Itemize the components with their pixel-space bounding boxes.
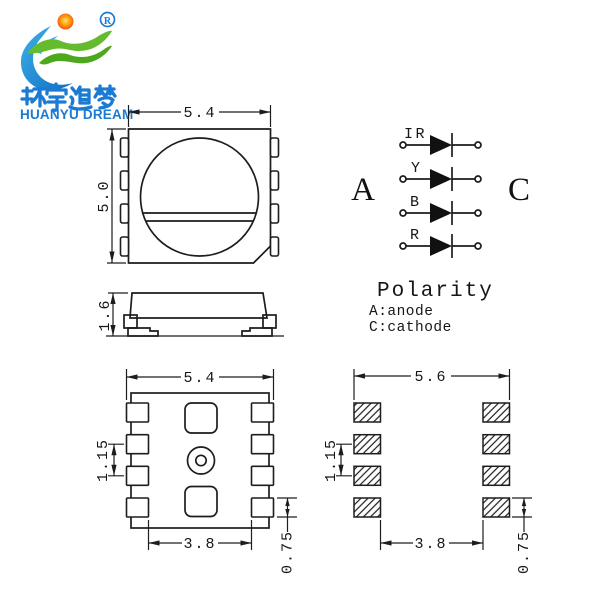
bottom-view-pads-right	[250, 402, 275, 518]
logo-swoosh-icon	[20, 26, 73, 91]
diode-label: IR	[404, 126, 427, 143]
diode-symbol-icon	[430, 236, 452, 256]
anode-letter: A	[351, 172, 375, 208]
dim-label: 5.4	[183, 370, 216, 387]
diode-label: B	[410, 194, 422, 211]
logo: R 环宇追梦 HUANYU DREAM	[20, 11, 133, 122]
diode-row-b: B	[399, 194, 482, 225]
dim-footprint-width: 5.6	[353, 369, 511, 400]
dim-label: 1.6	[97, 298, 114, 331]
diode-symbol-icon	[430, 169, 452, 189]
bottom-view-outline	[130, 392, 270, 529]
anode-terminal-icon	[399, 175, 407, 183]
logo-wave2-icon	[39, 45, 112, 65]
dim-label: 0.75	[280, 530, 297, 574]
diode-label: Y	[411, 160, 423, 177]
diode-row-r: R	[399, 227, 482, 258]
bottom-view: 5.4 1.15 3.8 0.75	[95, 369, 297, 574]
footprint-pads-left	[353, 402, 382, 518]
footprint-pads-right	[482, 402, 511, 518]
diode-symbol-icon	[430, 203, 452, 223]
circuit-diagram: IR Y B R A C Polarity A:an	[351, 126, 530, 336]
dim-label: 3.8	[183, 536, 216, 553]
diode-row-y: Y	[399, 160, 482, 191]
bottom-view-pads-left	[125, 402, 150, 518]
top-view-outline	[127, 128, 272, 264]
bottom-view-center-mark	[186, 446, 216, 475]
brand-english-text: HUANYU DREAM	[20, 107, 133, 122]
cathode-terminal-icon	[474, 141, 482, 149]
dim-bottom-width: 5.4	[125, 369, 275, 400]
top-view-lens-circle	[139, 137, 260, 257]
dim-label: 5.6	[414, 369, 447, 386]
dim-label: 5.0	[96, 179, 113, 212]
brand-chinese-calligraphy: 环宇追梦	[20, 82, 117, 112]
top-view-lens-lines	[142, 212, 257, 222]
anode-terminal-icon	[399, 242, 407, 250]
diode-label: R	[410, 227, 422, 244]
polarity-cathode-note: C:cathode	[369, 320, 452, 336]
logo-wave-icon	[27, 30, 112, 54]
anode-terminal-icon	[399, 209, 407, 217]
footprint-view: 5.6 1.15 3.8 0.75	[323, 369, 533, 574]
top-view: 5.4 5.0	[96, 105, 280, 264]
bottom-view-thermal-pad-bottom	[184, 485, 218, 518]
polarity-title: Polarity	[377, 280, 494, 303]
logo-sun-icon	[57, 13, 74, 30]
diode-symbol-icon	[430, 135, 452, 155]
side-view-body	[129, 292, 268, 319]
dim-bottom-span: 3.8	[147, 520, 253, 553]
top-view-pins-left	[119, 137, 130, 257]
dim-label: 1.15	[95, 438, 112, 482]
diode-row-ir: IR	[399, 126, 482, 157]
bottom-view-thermal-pad-top	[184, 402, 218, 434]
dim-top-height: 5.0	[96, 128, 126, 264]
cathode-terminal-icon	[474, 242, 482, 250]
dim-footprint-pad-height: 0.75	[512, 497, 533, 574]
cathode-terminal-icon	[474, 175, 482, 183]
dim-footprint-span: 3.8	[379, 520, 484, 553]
dim-label: 1.15	[323, 438, 340, 482]
dim-bottom-pitch: 1.15	[95, 438, 124, 482]
dim-side-thickness: 1.6	[97, 292, 128, 336]
polarity-anode-note: A:anode	[369, 304, 433, 320]
cathode-letter: C	[508, 172, 530, 208]
top-view-pins-right	[269, 137, 280, 257]
dim-footprint-pitch: 1.15	[323, 438, 352, 482]
registered-mark-letter: R	[104, 16, 112, 27]
cathode-terminal-icon	[474, 209, 482, 217]
dim-top-width: 5.4	[127, 105, 272, 127]
dim-label: 3.8	[414, 536, 447, 553]
dim-label: 0.75	[516, 530, 533, 574]
anode-terminal-icon	[399, 141, 407, 149]
registered-trademark-icon: R	[99, 11, 116, 28]
dim-bottom-pad-height: 0.75	[277, 497, 297, 574]
side-view: 1.6	[97, 292, 284, 337]
dim-label: 5.4	[183, 105, 216, 122]
